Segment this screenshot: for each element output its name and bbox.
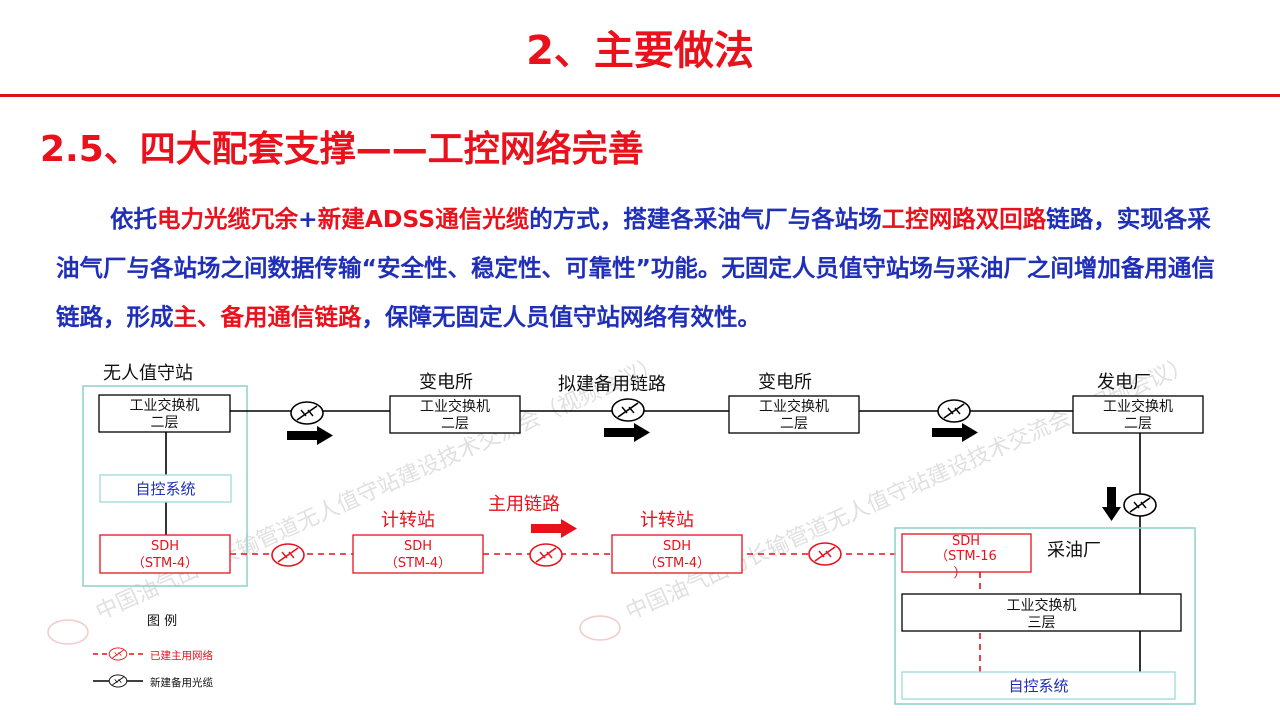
label-relay-station-1: 计转站 <box>381 510 435 531</box>
sdh-stm16-oil-plant: SDH （STM-16 ） <box>901 533 1032 581</box>
svg-text:工业交换机: 工业交换机 <box>1007 597 1077 614</box>
switch-l3-oil-plant: 工业交换机 三层 <box>901 593 1182 632</box>
network-diagram: 中国油气田与长输管道无人值守站建设技术交流会（视频会议） 中国油气田与长输管道无… <box>47 352 1204 705</box>
sdh-stm4-relay-1: SDH （STM-4） <box>352 534 484 574</box>
paragraph-highlight: 电力光缆冗余 <box>157 205 298 233</box>
label-oil-plant: 采油厂 <box>1047 540 1101 561</box>
svg-text:（STM-4）: （STM-4） <box>132 556 198 571</box>
title-divider <box>0 94 1280 97</box>
svg-text:工业交换机: 工业交换机 <box>420 398 490 415</box>
label-main-link: 主用链路 <box>488 494 560 515</box>
legend-title: 图 例 <box>147 614 177 629</box>
legend-label-new: 新建备用光缆 <box>150 676 213 689</box>
legend: 图 例 已建主用网络 新建备用光缆 <box>93 614 213 689</box>
main-cable-symbol-2 <box>529 543 563 567</box>
paragraph-highlight: 工控网路双回路 <box>881 205 1047 233</box>
svg-text:二层: 二层 <box>151 415 179 431</box>
switch-l2-power-plant: 工业交换机 二层 <box>1072 395 1204 434</box>
svg-text:SDH: SDH <box>952 534 980 549</box>
main-cable-symbol-1 <box>271 543 305 567</box>
switch-l2-station: 工业交换机 二层 <box>98 394 231 433</box>
paragraph-text: ，保障无固定人员值守站网络有效性。 <box>361 303 762 331</box>
label-unmanned-station: 无人值守站 <box>103 363 193 384</box>
switch-l2-substation-1: 工业交换机 二层 <box>389 395 521 434</box>
watermark-logo-2 <box>579 615 621 641</box>
arrow-right-1 <box>287 426 333 445</box>
svg-text:二层: 二层 <box>441 416 469 432</box>
sdh-stm4-station: SDH （STM-4） <box>99 534 231 574</box>
label-substation-2: 变电所 <box>758 372 812 393</box>
paragraph-highlight: 主、备用通信链路 <box>173 303 362 331</box>
auto-control-oil-plant: 自控系统 <box>901 671 1176 700</box>
svg-text:二层: 二层 <box>1124 416 1152 432</box>
backup-cable-symbol-3 <box>937 399 971 423</box>
svg-text:自控系统: 自控系统 <box>1008 677 1068 695</box>
oil-plant-frame <box>894 527 1196 705</box>
backup-cable-symbol-1 <box>290 401 324 425</box>
svg-text:自控系统: 自控系统 <box>135 480 195 498</box>
paragraph-text: 依托 <box>110 205 157 233</box>
arrow-down <box>1102 487 1121 521</box>
arrow-right-main <box>531 519 577 538</box>
paragraph-highlight: 新建ADSS通信光缆 <box>317 205 530 233</box>
svg-text:工业交换机: 工业交换机 <box>1103 398 1173 415</box>
label-substation-1: 变电所 <box>419 372 473 393</box>
svg-text:（STM-4）: （STM-4） <box>385 556 451 571</box>
main-cable-symbol-3 <box>808 542 842 566</box>
label-power-plant: 发电厂 <box>1097 372 1151 393</box>
arrow-right-3 <box>932 423 978 442</box>
arrow-right-2 <box>604 423 650 442</box>
section-heading: 2.5、四大配套支撑——工控网络完善 <box>40 129 644 170</box>
backup-cable-symbol-2 <box>611 398 645 422</box>
svg-text:工业交换机: 工业交换机 <box>130 397 200 414</box>
label-planned-backup-link: 拟建备用链路 <box>558 374 666 395</box>
svg-text:工业交换机: 工业交换机 <box>759 398 829 415</box>
label-relay-station-2: 计转站 <box>640 510 694 531</box>
paragraph-text: 链路，实现各采油气厂与各站场之间数据传输“安全性、稳定性、可靠性”功能。无固定人… <box>56 205 1215 331</box>
unmanned-station-frame <box>82 385 248 587</box>
legend-symbol-existing <box>108 647 128 661</box>
sdh-stm4-relay-2: SDH （STM-4） <box>611 534 743 574</box>
switch-l2-substation-2: 工业交换机 二层 <box>728 395 860 434</box>
svg-text:三层: 三层 <box>1028 615 1056 631</box>
svg-text:SDH: SDH <box>151 539 179 554</box>
svg-text:SDH: SDH <box>663 539 691 554</box>
paragraph-text: + <box>298 205 318 233</box>
svg-text:二层: 二层 <box>780 416 808 432</box>
slide-title: 2、主要做法 <box>526 28 754 74</box>
legend-label-existing: 已建主用网络 <box>150 649 213 662</box>
svg-text:）: ） <box>953 566 966 581</box>
svg-text:（STM-16: （STM-16 <box>935 549 997 564</box>
svg-text:SDH: SDH <box>404 539 432 554</box>
backup-cable-symbol-4 <box>1123 493 1157 517</box>
svg-text:（STM-4）: （STM-4） <box>644 556 710 571</box>
watermark-logo-1 <box>47 619 89 645</box>
paragraph-text: 的方式，搭建各采油气厂与各站场 <box>529 205 882 233</box>
auto-control-station: 自控系统 <box>99 474 232 503</box>
body-paragraph: 依托电力光缆冗余+新建ADSS通信光缆的方式，搭建各采油气厂与各站场工控网路双回… <box>56 195 1226 342</box>
legend-symbol-new <box>108 674 128 688</box>
